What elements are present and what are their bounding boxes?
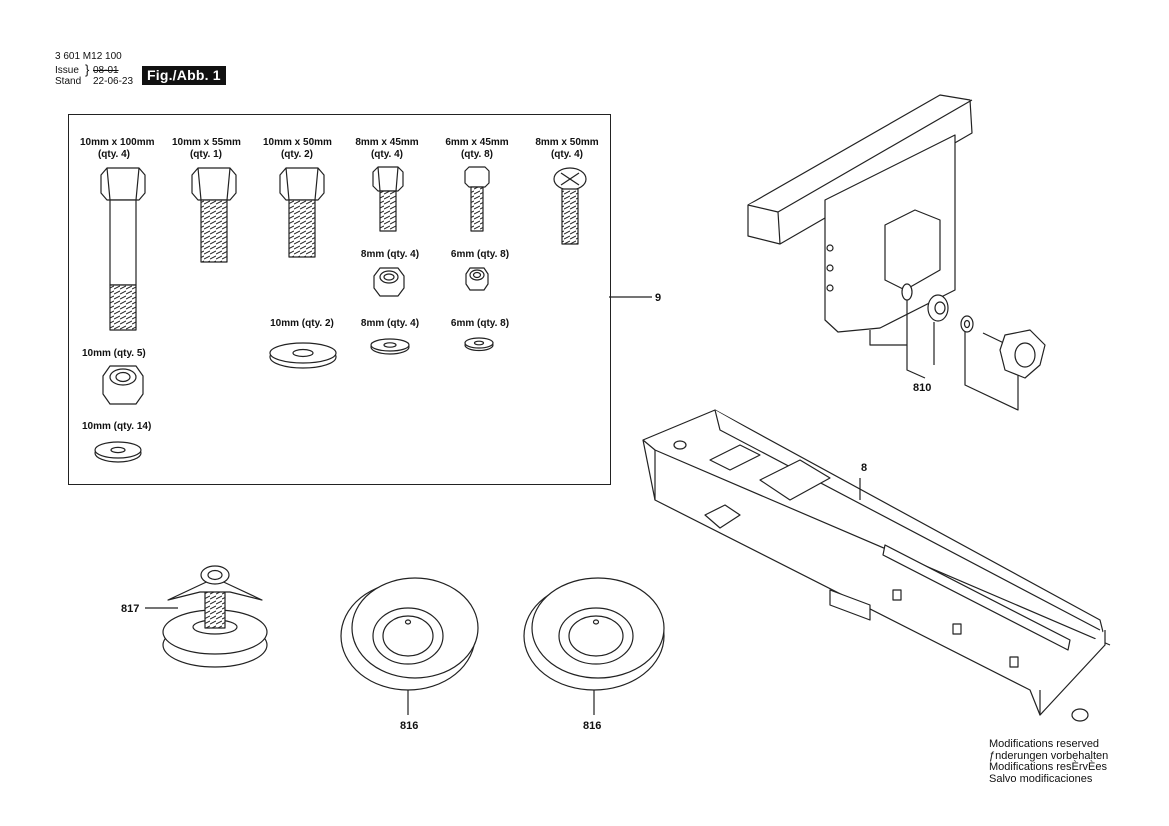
part-number: 3 601 M12 100 [55, 51, 122, 62]
bolt-label: 8mm x 45mm(qty. 4) [355, 137, 419, 160]
washer-8mm-drawing [370, 338, 410, 355]
issue-value: 08-01 [93, 65, 119, 76]
bolt-label: 10mm x 55mm(qty. 1) [172, 137, 241, 160]
bolt-label: 10mm x 100mm(qty. 4) [80, 137, 155, 160]
callout-wheel-left: 816 [400, 720, 419, 732]
nut-6mm-drawing [465, 267, 489, 291]
nut-label: 8mm (qty. 4) [360, 249, 420, 260]
issue-label: Issue [55, 65, 79, 76]
bracket-hardware-drawing [901, 283, 1046, 379]
washer-label: 10mm (qty. 2) [270, 318, 334, 329]
bolt-10x55-drawing [191, 167, 237, 263]
bolt-label: 8mm x 50mm(qty. 4) [535, 137, 599, 160]
callout-foot: 817 [121, 603, 140, 615]
bolt-8x50-drawing [553, 167, 587, 245]
nut-label: 10mm (qty. 5) [82, 348, 146, 359]
washer-6mm-drawing [464, 337, 494, 352]
nut-8mm-drawing [373, 267, 405, 297]
bolt-label: 6mm x 45mm(qty. 8) [445, 137, 509, 160]
bolt-8x45-drawing [372, 166, 404, 232]
callout-box: 9 [655, 292, 662, 304]
callout-arm: 8 [861, 462, 868, 474]
wheel-left-drawing [340, 577, 479, 691]
brace-glyph: } [85, 62, 90, 77]
bolt-6x45-drawing [464, 166, 490, 232]
bracket-drawing [747, 94, 973, 333]
extension-arm-drawing [642, 409, 1111, 722]
washer-label: 8mm (qty. 4) [360, 318, 420, 329]
stand-label: Stand [55, 76, 82, 87]
bolt-10x100-drawing [100, 167, 146, 331]
modifications-note: Modifications reserved ƒnderungen vorbeh… [989, 738, 1109, 785]
nut-label: 6mm (qty. 8) [450, 249, 510, 260]
washer-10mm-large-drawing [94, 441, 142, 463]
washer-label: 10mm (qty. 14) [82, 421, 152, 432]
hardware-box [68, 114, 611, 485]
callout-wheel-right: 816 [583, 720, 602, 732]
bolt-10x50-drawing [279, 167, 325, 258]
washer-label: 6mm (qty. 8) [450, 318, 510, 329]
leveling-foot-drawing [162, 565, 268, 668]
callout-bracket: 810 [913, 382, 932, 394]
bolt-label: 10mm x 50mm(qty. 2) [263, 137, 332, 160]
figure-label: Fig./Abb. 1 [142, 66, 226, 85]
washer-10mm-drawing [269, 342, 337, 369]
wheel-right-drawing [523, 577, 665, 691]
nut-10mm-drawing [102, 365, 144, 405]
stand-value: 22-06-23 [93, 76, 134, 87]
